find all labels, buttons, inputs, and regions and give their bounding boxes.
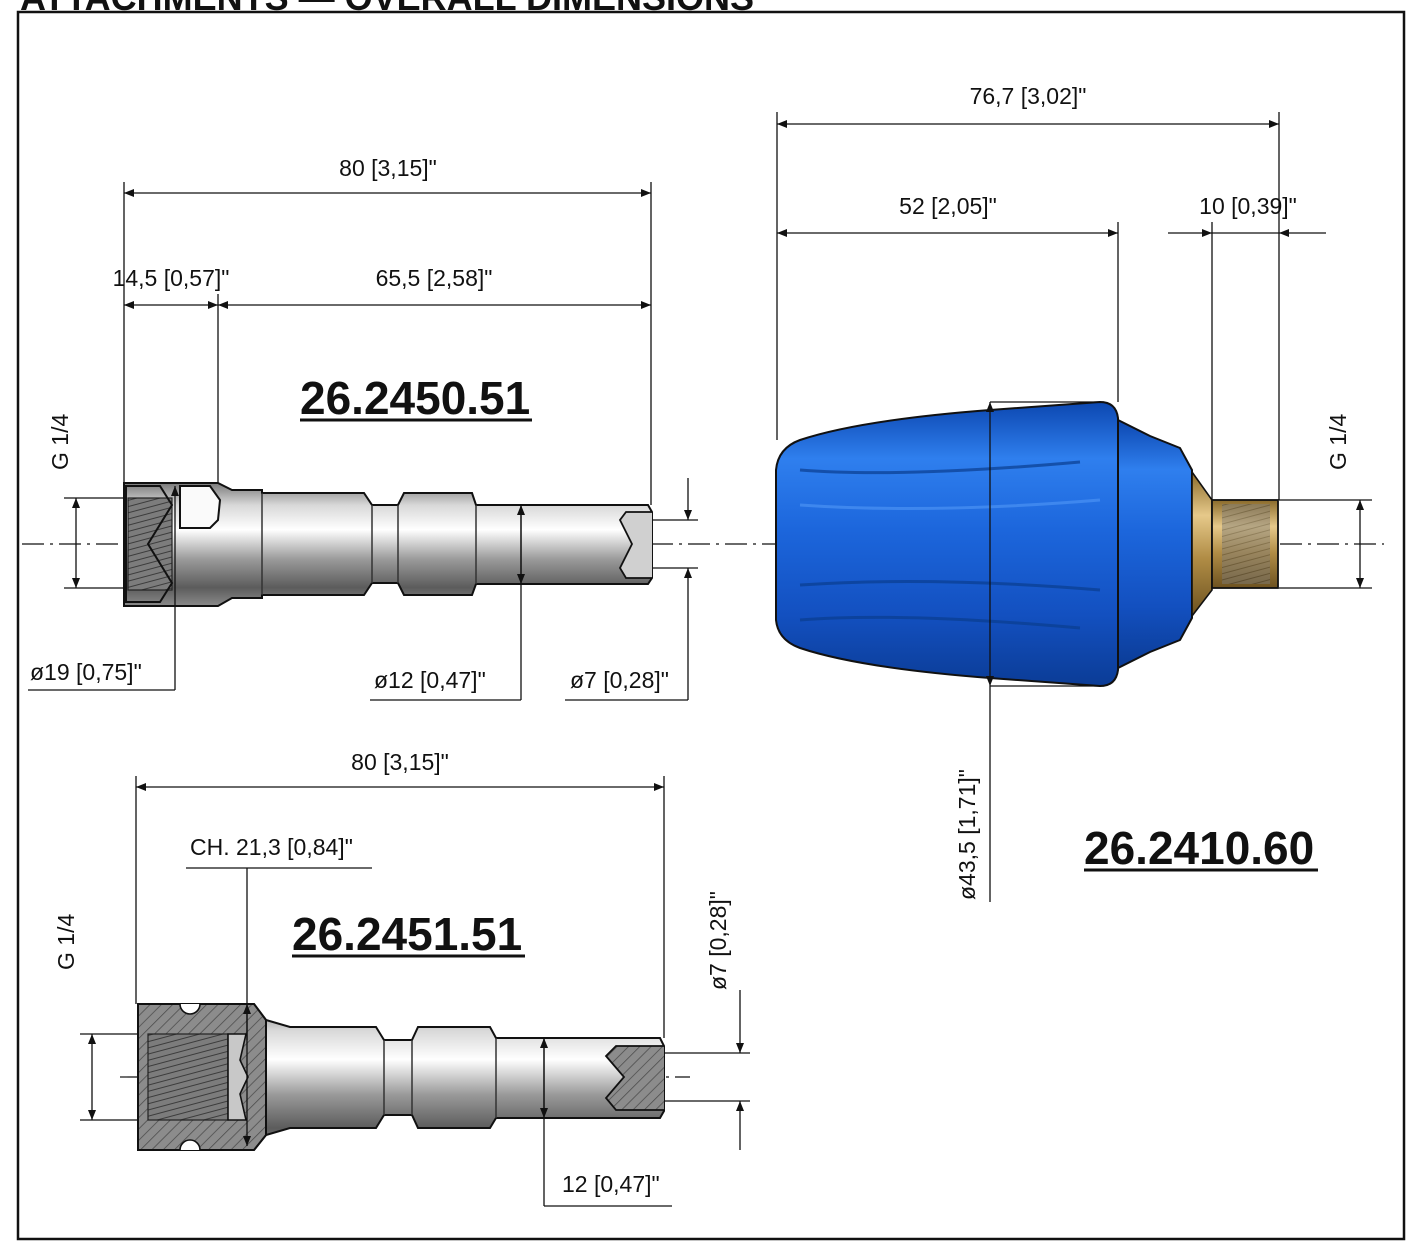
p3-overall-dim: 76,7 [3,02]": [970, 83, 1087, 109]
p3-nipple-dim: 10 [0,39]": [1199, 193, 1297, 219]
sheet-header: ATTACHMENTS — OVERALL DIMENSIONS: [20, 0, 754, 18]
part-number-26-2451-51: 26.2451.51: [292, 908, 522, 960]
p2-dia7-dim: ø7 [0,28]": [705, 891, 731, 990]
part-26-2450-51-drawing: [123, 482, 653, 607]
part-26-2451-51-drawing: [137, 1003, 665, 1151]
p3-body-dim: 52 [2,05]": [899, 193, 997, 219]
p2-hex-dim: CH. 21,3 [0,84]": [190, 834, 353, 860]
part2-dim-lines: [80, 776, 750, 1207]
p1-shaft-dim: 65,5 [2,58]": [376, 265, 493, 291]
p1-head-dim: 14,5 [0,57]": [113, 265, 230, 291]
p2-overall-dim: 80 [3,15]": [351, 749, 449, 775]
sheet-frame: [16, 10, 1406, 1241]
p1-dia12-dim: ø12 [0,47]": [374, 667, 486, 693]
part1-dim-lines: [28, 182, 698, 701]
part-26-2410-60-drawing: [775, 400, 1279, 688]
p3-thread-label: G 1/4: [1325, 414, 1351, 470]
p1-thread-label: G 1/4: [47, 414, 73, 470]
p1-dia19-dim: ø19 [0,75]": [30, 659, 142, 685]
part-number-26-2450-51: 26.2450.51: [300, 372, 530, 424]
p2-thread-label: G 1/4: [53, 914, 79, 970]
p2-dia12-dim: 12 [0,47]": [562, 1171, 660, 1197]
p3-dia43-dim: ø43,5 [1,71]": [954, 769, 980, 900]
part-number-26-2410-60: 26.2410.60: [1084, 822, 1314, 874]
p1-dia7-dim: ø7 [0,28]": [570, 667, 669, 693]
p1-overall-dim: 80 [3,15]": [339, 155, 437, 181]
part3-dim-lines: [776, 112, 1372, 902]
